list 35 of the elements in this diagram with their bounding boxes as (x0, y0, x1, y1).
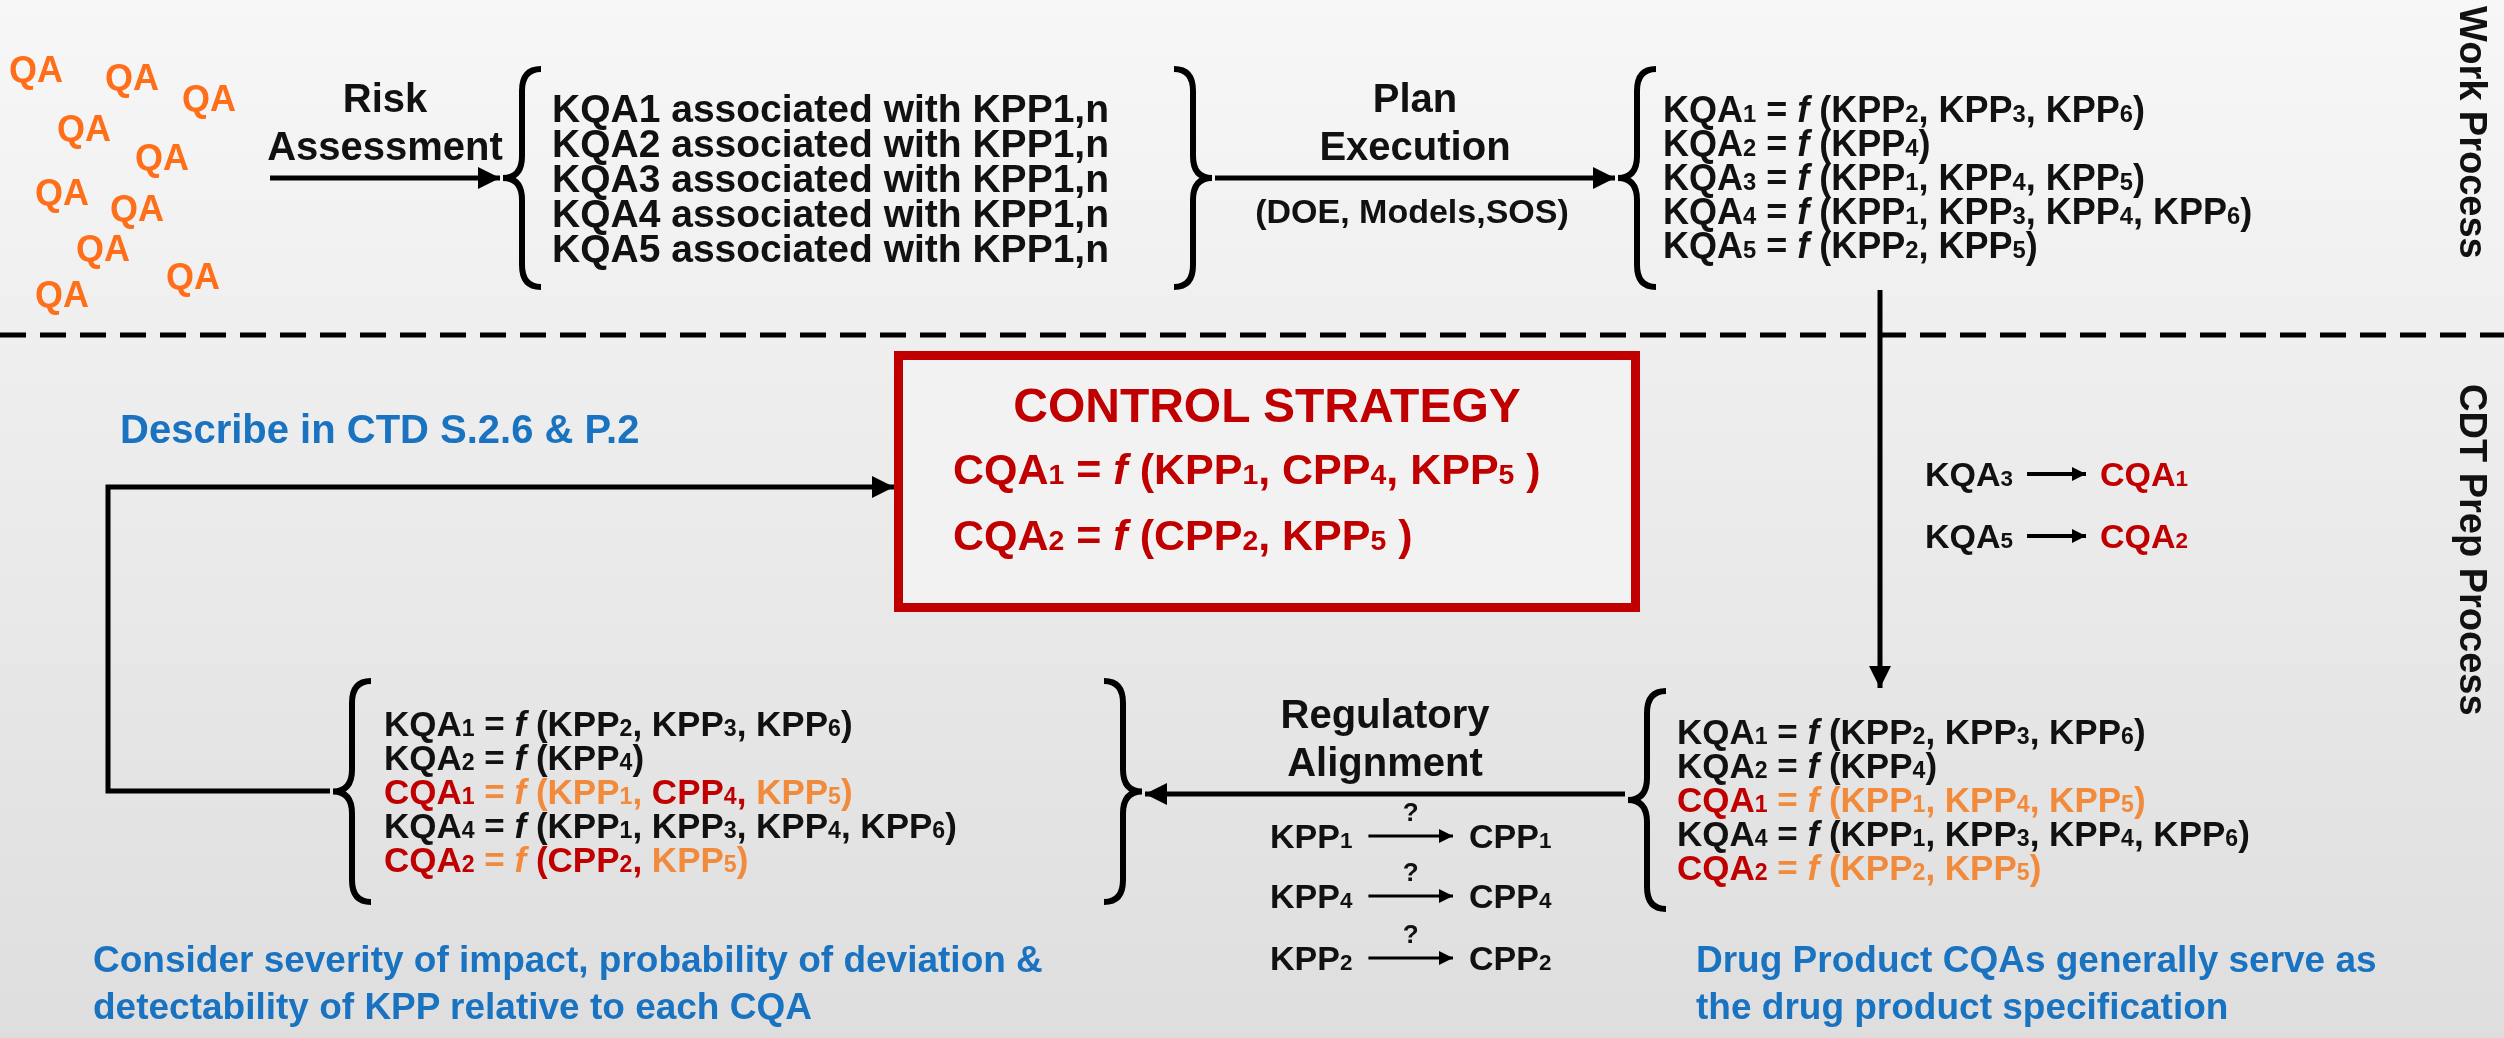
arrow (1145, 783, 1625, 805)
qa-label: QA (76, 231, 130, 267)
edge-label: ? (1401, 918, 1420, 950)
note-text: Consider severity of impact, probability of deviation & detectability of KPP relative to each CQA (93, 938, 1044, 1029)
edge-label: ? (1401, 796, 1420, 828)
edge-label: Describe in CTD S.2.6 & P.2 (120, 406, 640, 453)
arrow (2027, 529, 2086, 543)
qa-label: QA (182, 81, 236, 117)
arrow (270, 167, 500, 189)
qa-label: QA (110, 191, 164, 227)
qa-label: QA (105, 60, 159, 96)
arrow (1368, 829, 1453, 843)
arrow (1368, 889, 1453, 903)
section-title: Work Process (2451, 6, 2494, 259)
heading-text: CONTROL STRATEGY (1012, 378, 1522, 434)
note-text: Drug Product CQAs generally serve as the drug product specification (1696, 938, 2378, 1029)
arrow (105, 476, 894, 794)
qa-label: QA (135, 140, 189, 176)
arrow (1869, 290, 1891, 688)
arrow (2027, 467, 2086, 481)
arrow (1215, 167, 1615, 189)
qa-label: QA (57, 111, 111, 147)
arrow (1368, 951, 1453, 965)
formula-text: = f (484, 839, 527, 879)
edge-label: ? (1401, 856, 1420, 888)
edge-label: Regulatory Alignment (1279, 691, 1491, 786)
qa-label: QA (35, 277, 89, 313)
edge-label: Risk Assessment (266, 75, 504, 170)
edge-label: Plan Execution (1318, 75, 1512, 170)
qa-label: QA (35, 175, 89, 211)
method-text: (DOE, Models,SOS) (1254, 192, 1570, 231)
control-strategy-box (894, 351, 1640, 612)
qa-label: QA (9, 52, 63, 88)
section-title: CDT Prep Process (2451, 384, 2494, 716)
qa-label: QA (166, 259, 220, 295)
